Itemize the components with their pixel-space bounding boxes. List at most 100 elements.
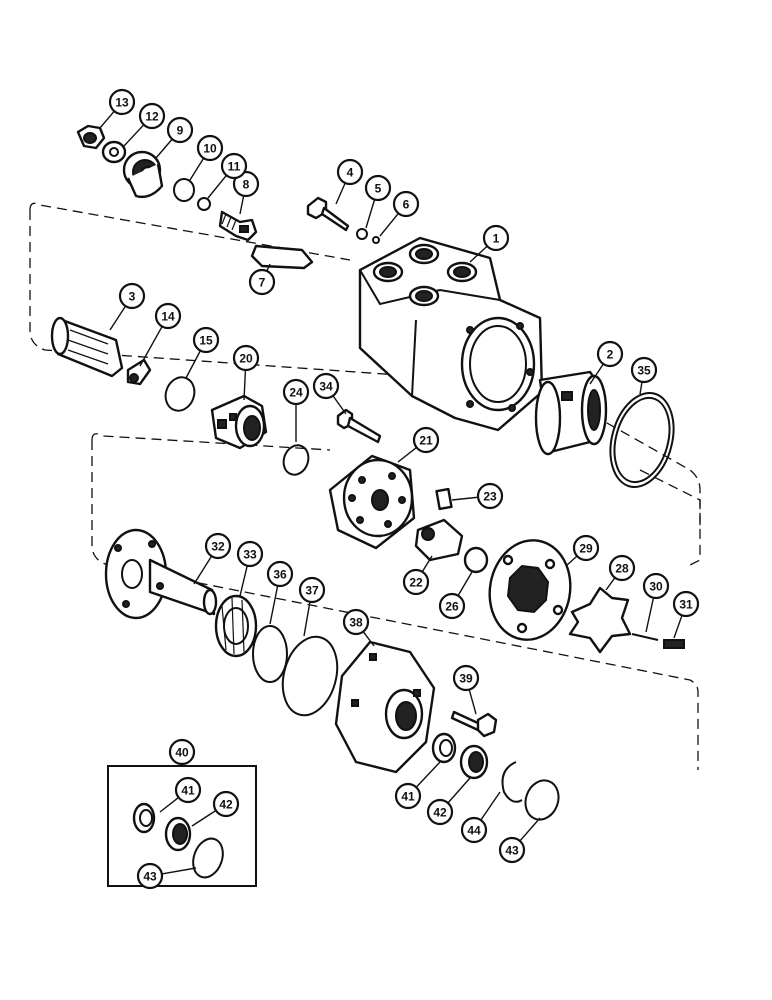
callout-number: 38 <box>349 616 363 630</box>
callout-circle <box>118 282 146 310</box>
callout-circle <box>166 116 194 144</box>
leader-line-8 <box>239 195 245 215</box>
leader-line-1 <box>469 245 488 263</box>
callout-circle <box>108 88 136 116</box>
callout-39: 39 <box>452 664 480 692</box>
callout-circle <box>192 326 220 354</box>
leader-line-3 <box>109 305 127 331</box>
part-20-plate <box>328 454 416 550</box>
callout-circle <box>168 738 196 766</box>
callout-circle <box>204 532 232 560</box>
leader-line-43 <box>161 867 197 875</box>
leader-line-14 <box>139 326 163 367</box>
callout-circle <box>342 608 370 636</box>
leader-line-30 <box>645 597 655 633</box>
callout-35: 35 <box>630 356 658 384</box>
leader-line-6 <box>379 212 399 237</box>
callout-number: 12 <box>145 110 159 124</box>
leader-line-36 <box>269 585 279 625</box>
part-38-end-cover <box>334 640 436 774</box>
part-1-housing <box>358 236 544 432</box>
kit-part-43-washer <box>192 837 224 879</box>
part-4-bolt <box>306 196 350 232</box>
callout-23: 23 <box>476 482 504 510</box>
part-15-ring <box>164 376 196 412</box>
callout-3: 3 <box>118 282 146 310</box>
callout-number: 13 <box>115 96 129 110</box>
part-44-snap-ring <box>501 761 523 803</box>
part-32-shaft <box>104 528 218 620</box>
callout-number: 8 <box>243 178 250 192</box>
callout-28: 28 <box>608 554 636 582</box>
part-11-o-ring <box>197 197 211 211</box>
callout-number: 6 <box>403 198 410 212</box>
callout-circle <box>138 102 166 130</box>
lower-dashed-outline <box>91 433 699 770</box>
part-41-seal <box>431 732 457 764</box>
part-9-cap <box>122 150 164 199</box>
callout-number: 42 <box>219 798 233 812</box>
callout-circle <box>596 340 624 368</box>
right-dashed-link <box>639 469 701 566</box>
callout-labels: 1234567891011121314152021222324262829303… <box>108 88 700 890</box>
callout-31: 31 <box>672 590 700 618</box>
callout-circle <box>412 426 440 454</box>
part-34-ring <box>609 391 675 489</box>
leader-line-12 <box>123 124 145 147</box>
callout-number: 23 <box>483 490 497 504</box>
callout-15: 15 <box>192 326 220 354</box>
part-7-plate <box>250 244 314 270</box>
callout-26: 26 <box>438 592 466 620</box>
callout-circle <box>212 790 240 818</box>
callout-24: 24 <box>282 378 310 406</box>
callout-circle <box>402 568 430 596</box>
callout-29: 29 <box>572 534 600 562</box>
leader-line-21 <box>397 446 417 463</box>
leader-line-37 <box>303 601 311 637</box>
part-24-ring <box>282 444 310 476</box>
callout-circle <box>482 224 510 252</box>
part-6-ball <box>372 236 380 244</box>
callout-number: 40 <box>175 746 189 760</box>
callout-number: 42 <box>433 806 447 820</box>
callout-number: 31 <box>679 598 693 612</box>
callout-number: 32 <box>211 540 225 554</box>
leader-line-20 <box>243 369 247 401</box>
leader-line-28 <box>605 577 616 591</box>
part-5-o-ring <box>356 228 368 240</box>
callout-number: 1 <box>493 232 500 246</box>
leader-line-39 <box>468 689 477 715</box>
leader-line-2 <box>589 363 604 385</box>
callout-13: 13 <box>108 88 136 116</box>
callout-circle <box>154 302 182 330</box>
callout-6: 6 <box>392 190 420 218</box>
callout-number: 28 <box>615 562 629 576</box>
part-14-fitting <box>126 358 152 386</box>
callout-43: 43 <box>498 836 526 864</box>
part-39-bolt <box>450 710 498 738</box>
callout-circle <box>364 174 392 202</box>
callout-number: 11 <box>228 160 241 174</box>
leader-line-43 <box>519 817 541 842</box>
leader-line-13 <box>99 110 115 129</box>
callout-41: 41 <box>394 782 422 810</box>
callout-2: 2 <box>596 340 624 368</box>
part-21-bearing <box>210 394 268 450</box>
leader-line-11 <box>207 174 227 199</box>
part-33-bolt <box>336 408 382 444</box>
callout-number: 39 <box>459 672 473 686</box>
part-42-seal <box>459 744 489 780</box>
callout-36: 36 <box>266 560 294 588</box>
callout-circle <box>672 590 700 618</box>
leader-line-26 <box>457 571 473 597</box>
callout-number: 5 <box>375 182 382 196</box>
callout-number: 36 <box>273 568 287 582</box>
callout-40: 40 <box>168 738 196 766</box>
leader-line-42 <box>447 777 471 804</box>
callout-number: 33 <box>243 548 257 562</box>
callout-circle <box>232 344 260 372</box>
part-8-valve <box>218 210 258 242</box>
callout-circle <box>236 540 264 568</box>
callout-circle <box>630 356 658 384</box>
